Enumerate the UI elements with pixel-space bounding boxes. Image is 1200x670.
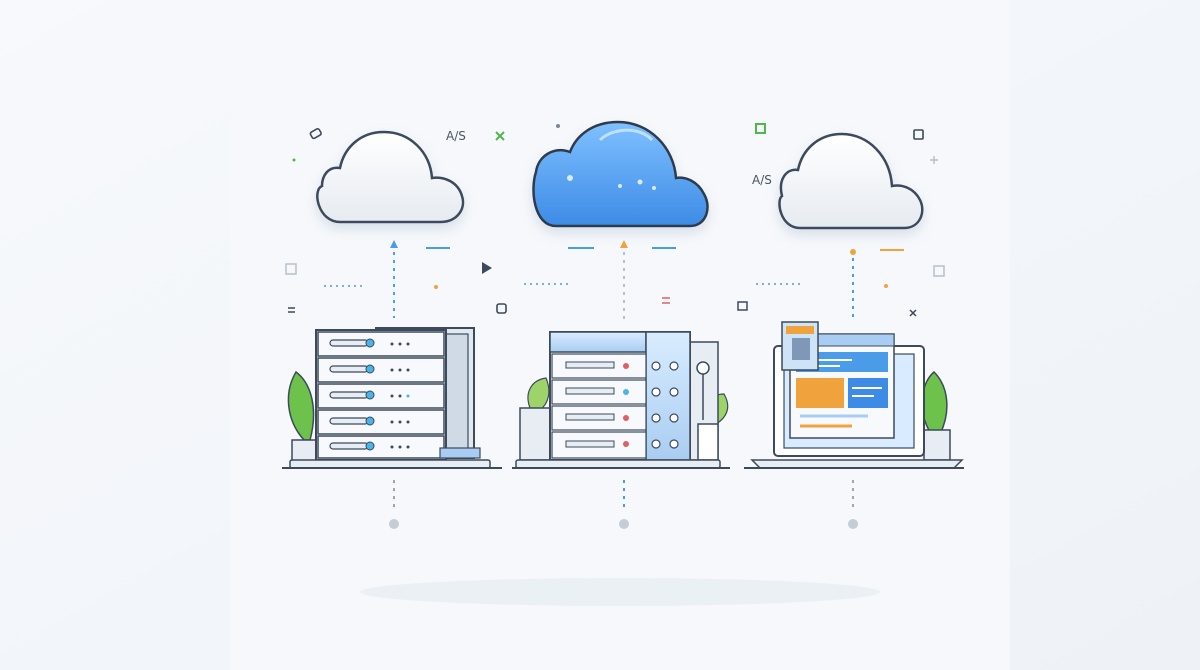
server-rack-icon <box>282 327 502 469</box>
square-icon <box>755 123 766 134</box>
cursor-icon <box>482 262 492 274</box>
decorative-marks <box>285 123 945 317</box>
storage-bays <box>551 353 647 459</box>
left-label: A/S <box>446 129 466 143</box>
data-center-icon <box>512 331 730 469</box>
square-outline-icon <box>496 303 507 314</box>
floor-shadow <box>360 578 880 606</box>
arrow-up-icon <box>390 240 398 248</box>
copy-icon <box>737 301 748 311</box>
rack-slots <box>317 331 445 459</box>
close-icon <box>495 131 505 141</box>
close-icon <box>909 309 917 317</box>
plant-icon <box>527 377 550 411</box>
laptop-icon <box>744 321 964 469</box>
tag-icon <box>309 127 322 140</box>
connectors <box>389 240 858 529</box>
knob-column <box>651 361 679 449</box>
image-icon <box>285 263 297 275</box>
left-cloud-icon <box>316 130 465 224</box>
middle-label: A/S <box>752 173 772 187</box>
center-cloud-icon <box>532 120 709 228</box>
square-outline-icon <box>913 129 924 140</box>
arrow-up-icon <box>620 240 628 248</box>
right-cloud-icon <box>778 132 924 230</box>
equal-icon <box>662 297 670 304</box>
plant-icon <box>287 370 315 441</box>
plus-icon <box>930 156 938 164</box>
image-icon <box>933 265 945 277</box>
small-mark-icon <box>288 307 295 313</box>
